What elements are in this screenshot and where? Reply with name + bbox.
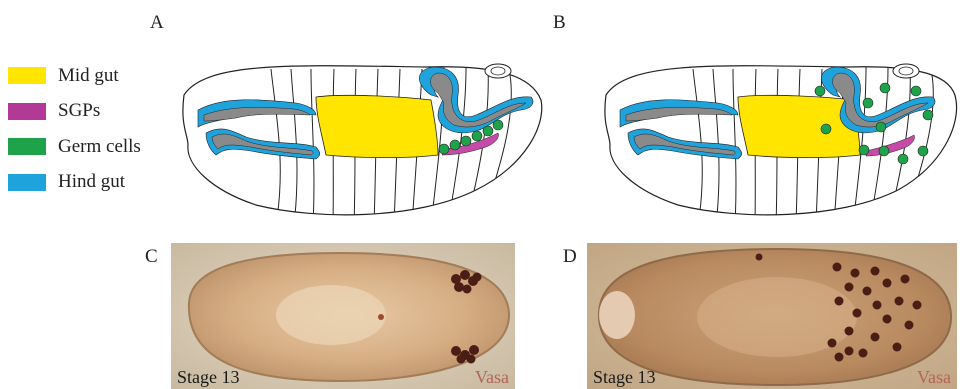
embryo-diagram-a [176,55,548,227]
legend-item-sgps: SGPs [8,94,141,130]
micrograph-d: Stage 13 Vasa [587,243,957,389]
panel-label-b: B [553,12,566,34]
germ-cells-swatch [8,138,46,155]
yolk-region [276,285,386,345]
legend-label: Germ cells [58,136,141,158]
sgps-swatch [8,103,46,120]
midgut-region [738,95,860,157]
legend-label: SGPs [58,100,100,122]
legend-label: Mid gut [58,65,119,87]
legend-item-midgut: Mid gut [8,58,141,94]
hind-gut-swatch [8,174,46,191]
stage-label-c: Stage 13 [177,367,240,387]
panel-label-c: C [145,246,158,268]
legend-label: Hind gut [58,171,125,193]
stain-label-c: Vasa [475,367,509,387]
panel-label-d: D [563,246,577,268]
stage-label-d: Stage 13 [593,367,656,387]
legend: Mid gut SGPs Germ cells Hind gut [8,58,141,200]
micrograph-c: Stage 13 Vasa [171,243,515,389]
midgut-swatch [8,67,46,84]
legend-item-germ-cells: Germ cells [8,129,141,165]
midgut-region [316,95,438,157]
embryo-diagram-b [598,55,964,227]
stain-label-d: Vasa [917,367,951,387]
panel-label-a: A [150,12,164,34]
legend-item-hind-gut: Hind gut [8,165,141,201]
